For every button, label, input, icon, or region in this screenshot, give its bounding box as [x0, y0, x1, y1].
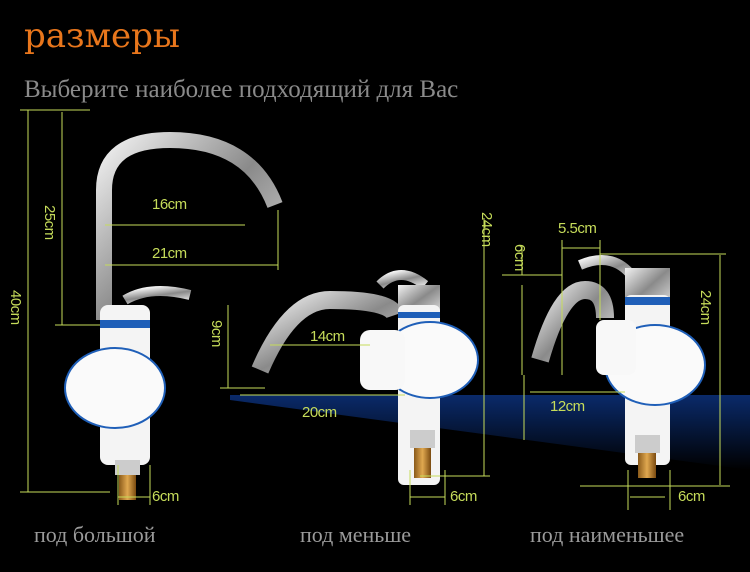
dim-reach-inner-medium: 14cm — [310, 328, 345, 345]
dim-spout-height-large: 25cm — [41, 205, 58, 240]
dim-spout-height-small: 6cm — [511, 244, 528, 271]
dim-base-large: 6cm — [152, 488, 179, 505]
dim-reach-outer-small: 12cm — [550, 398, 585, 415]
faucet-large — [64, 131, 283, 500]
blue-floor — [230, 395, 750, 470]
dim-base-medium: 6cm — [450, 488, 477, 505]
dim-reach-inner-large: 16cm — [152, 196, 187, 213]
caption-small: под наименьшее — [530, 522, 685, 547]
faucet-small — [531, 255, 706, 478]
dimension-lines — [20, 109, 730, 510]
page-title: размеры — [24, 16, 180, 56]
dim-spout-offset-small: 5.5cm — [558, 220, 597, 237]
dim-height-small: 24cm — [697, 290, 714, 325]
dim-spout-height-medium: 9cm — [208, 320, 225, 347]
dim-reach-outer-medium: 20cm — [302, 404, 337, 421]
dim-height-large: 40cm — [7, 290, 24, 325]
caption-large: под большой — [34, 522, 156, 547]
subtitle: Выберите наиболее подходящий для Вас — [24, 76, 459, 103]
caption-medium: под меньше — [300, 522, 412, 547]
faucet-medium — [251, 270, 479, 485]
dim-reach-outer-large: 21cm — [152, 245, 187, 262]
dim-base-small: 6cm — [678, 488, 705, 505]
dim-height-medium: 24cm — [478, 212, 495, 247]
